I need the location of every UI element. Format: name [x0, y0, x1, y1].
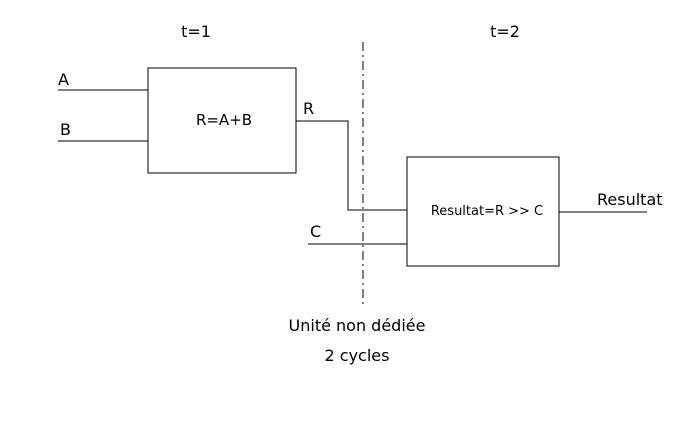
- adder-block: [147, 67, 297, 174]
- input-label-b: B: [60, 120, 71, 139]
- input-label-a: A: [58, 70, 69, 89]
- stage-label-t2: t=2: [490, 22, 520, 41]
- shifter-block-label: Resultat=R >> C: [431, 204, 543, 219]
- output-label: Resultat: [597, 190, 663, 209]
- stage-label-t1: t=1: [181, 22, 211, 41]
- wire-r: [296, 120, 407, 211]
- signal-label-r: R: [303, 99, 314, 118]
- input-label-c: C: [310, 222, 321, 241]
- adder-block-label: R=A+B: [196, 111, 252, 129]
- caption-line-2: 2 cycles: [325, 346, 390, 365]
- caption-line-1: Unité non dédiée: [289, 316, 426, 335]
